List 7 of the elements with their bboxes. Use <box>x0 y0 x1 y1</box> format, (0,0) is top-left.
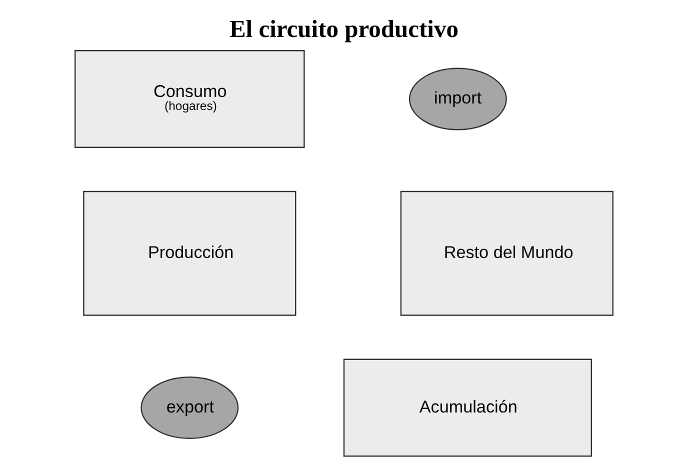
node-box: Producción <box>83 190 296 316</box>
node-ellipse: import <box>408 67 507 130</box>
node-box: Acumulación <box>343 358 592 456</box>
diagram-title: El circuito productivo <box>229 16 458 43</box>
node-box: Resto del Mundo <box>400 190 614 316</box>
node-ellipse: export <box>140 376 239 438</box>
node-box: Consumo (hogares) <box>74 50 305 148</box>
